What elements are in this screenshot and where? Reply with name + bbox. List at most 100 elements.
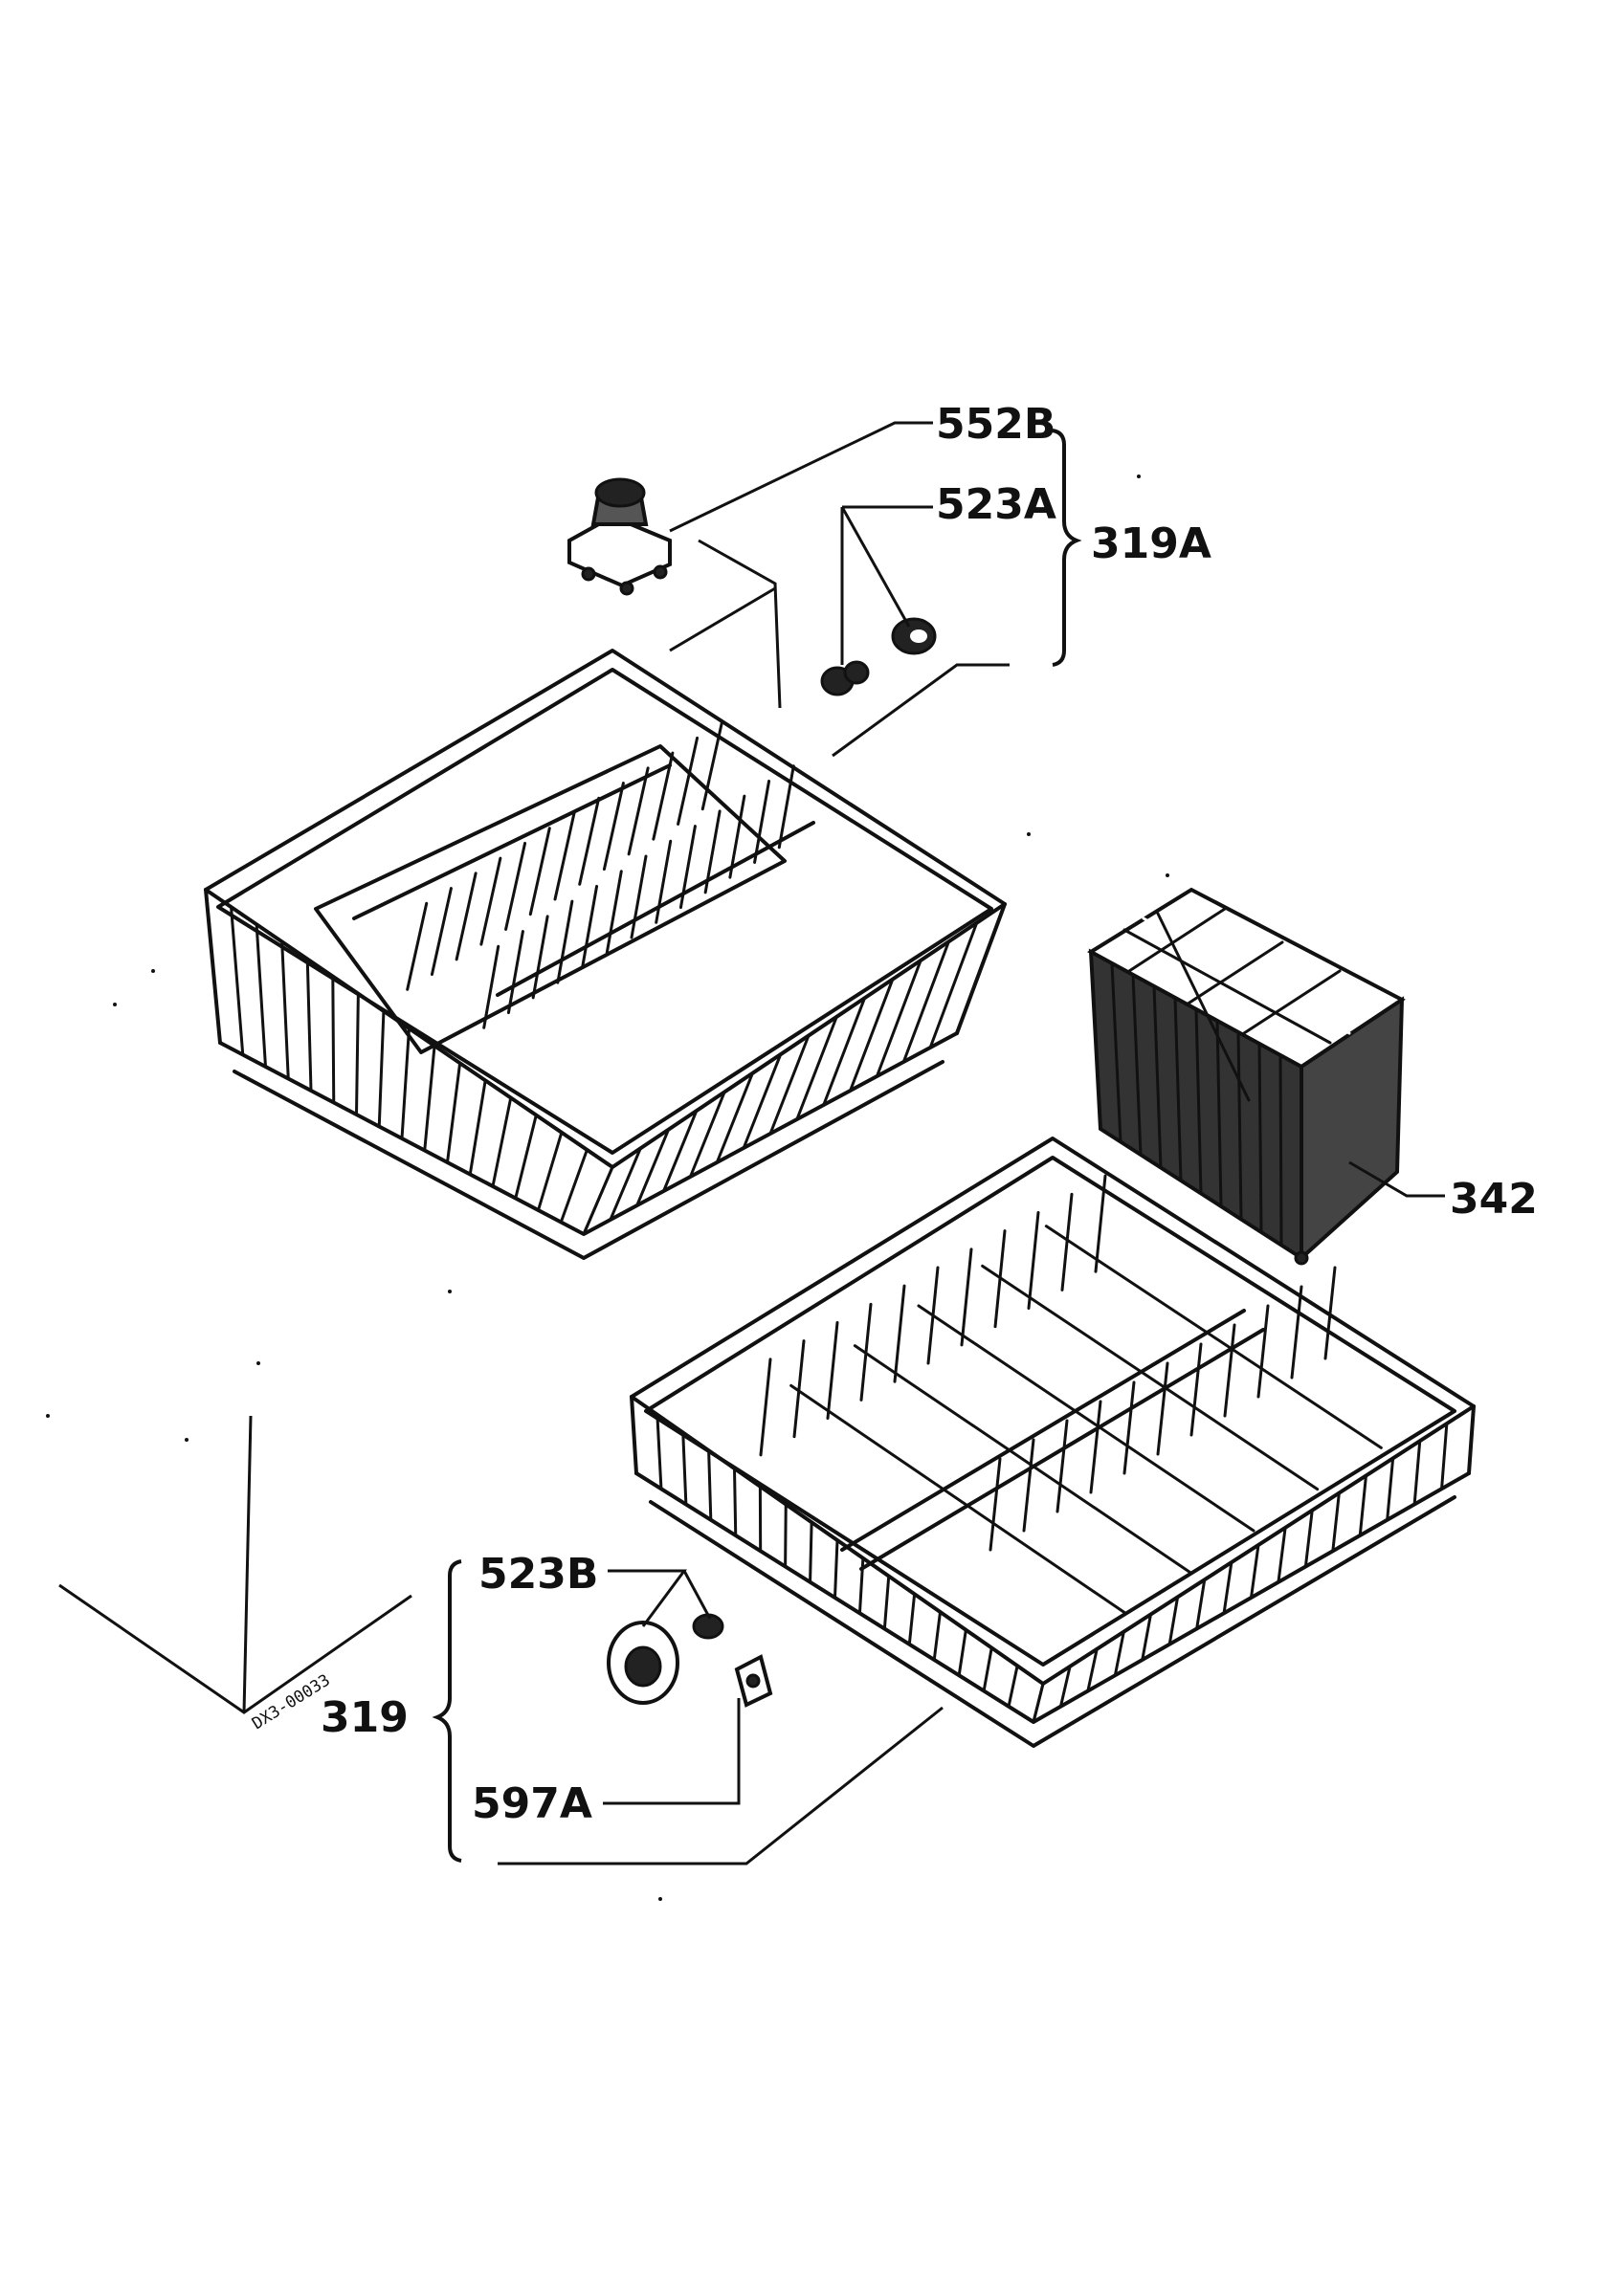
label-552b: 552B <box>936 400 1055 449</box>
basket-wire <box>1194 1007 1203 1195</box>
label-319: 319 <box>321 1693 409 1742</box>
basket-wire <box>1290 1285 1303 1380</box>
basket-wire <box>662 1109 699 1193</box>
label-342: 342 <box>1450 1175 1538 1224</box>
basket-wire <box>700 721 723 811</box>
basket-wire <box>795 1015 838 1121</box>
basket-wire <box>553 811 576 901</box>
basket-wire <box>789 1383 1128 1616</box>
label-597a: 597A <box>472 1779 592 1828</box>
basket-wire <box>1141 1613 1152 1662</box>
label-523a: 523A <box>936 480 1056 529</box>
cutlery-basket <box>1087 887 1406 1266</box>
basket-wire <box>1250 1543 1260 1600</box>
basket-wire <box>982 1646 993 1692</box>
basket-wire <box>715 1071 754 1164</box>
basket-wire <box>1440 1422 1449 1490</box>
part-523a-wheels <box>820 617 937 696</box>
basket-wire <box>759 1358 772 1457</box>
basket-wire <box>506 930 524 1015</box>
basket-wire <box>688 1090 726 1179</box>
basket-wire <box>677 736 700 826</box>
basket-wire <box>1467 1404 1476 1475</box>
basket-wire <box>875 959 922 1078</box>
basket-wire <box>955 902 1007 1035</box>
basket-wire <box>1277 1526 1287 1584</box>
basket-wire <box>1086 1647 1099 1692</box>
part-597a-clip <box>734 1654 773 1708</box>
basket-wire <box>468 1078 487 1176</box>
label-319a: 319A <box>1091 519 1211 568</box>
basket-wire <box>1022 1438 1035 1533</box>
basket-wire <box>1189 1342 1203 1437</box>
basket-wire <box>901 939 950 1064</box>
basket-wire <box>1055 1419 1069 1513</box>
basket-wire <box>1358 1474 1367 1537</box>
basket-wire <box>609 1146 642 1222</box>
basket-wire <box>1156 1361 1169 1456</box>
basket-wire <box>630 1395 638 1475</box>
basket-wire <box>305 958 313 1093</box>
basket-wire <box>627 766 650 856</box>
basket-wire <box>1060 1192 1074 1292</box>
basket-wire <box>578 796 601 886</box>
basket-wire <box>331 975 336 1104</box>
basket-wire <box>981 1264 1320 1491</box>
brace-319 <box>432 1559 462 1863</box>
basket-wire <box>1027 1211 1040 1310</box>
basket-wire <box>753 779 771 864</box>
basket-wire <box>1256 1304 1270 1399</box>
basket-wire <box>423 1044 436 1152</box>
basket-wire <box>733 1467 738 1537</box>
basket-wire <box>1195 1578 1207 1630</box>
basket-wire <box>849 978 895 1093</box>
basket-wire <box>537 1131 564 1212</box>
basket-wire <box>605 870 623 955</box>
basket-wire <box>826 1321 839 1420</box>
basket-wire <box>514 1114 538 1200</box>
basket-wire <box>377 1009 386 1128</box>
basket-wire <box>655 839 673 924</box>
basket-wire <box>907 1592 917 1646</box>
basket-wire <box>1173 996 1183 1182</box>
basket-wire <box>1044 1225 1383 1449</box>
basket-wire <box>1386 1456 1395 1522</box>
basket-wire <box>1089 1400 1102 1494</box>
basket-wire <box>635 1128 671 1207</box>
basket-wire <box>917 1304 1255 1533</box>
basket-wire <box>1223 1323 1236 1418</box>
basket-wire <box>255 922 267 1069</box>
basket-wire <box>1058 1665 1072 1709</box>
basket-wire <box>455 872 478 961</box>
upper-basket <box>204 649 1007 1260</box>
basket-wire <box>1094 1174 1107 1273</box>
basket-wire <box>430 887 453 977</box>
basket-wire <box>681 1431 688 1506</box>
basket-wire <box>355 992 360 1116</box>
basket-wire <box>504 841 527 931</box>
basket-wire <box>833 1538 839 1600</box>
basket-wire <box>882 1575 891 1630</box>
basket-wire <box>893 1284 906 1383</box>
basket-wire <box>1278 1053 1283 1247</box>
basket-wire <box>1323 1266 1337 1360</box>
basket-wire <box>1167 1595 1180 1646</box>
part-552b-adjuster <box>567 477 672 596</box>
basket-wire <box>1303 1509 1314 1568</box>
leader-lines <box>58 421 1445 1866</box>
basket-wire <box>491 1096 513 1188</box>
basket-wire <box>707 1448 713 1522</box>
brace-319a <box>1052 429 1082 667</box>
basket-wire <box>581 884 599 969</box>
basket-wire <box>1236 1030 1243 1221</box>
basket-wire <box>446 1061 462 1164</box>
lower-basket <box>630 1137 1476 1748</box>
basket-wire <box>1412 1439 1422 1506</box>
basket-wire <box>1331 1491 1341 1553</box>
basket-wire <box>1257 1042 1263 1234</box>
basket-wire <box>1215 1019 1223 1208</box>
basket-wire <box>960 1247 973 1347</box>
basket-wire <box>1110 961 1122 1143</box>
basket-wire <box>792 1339 806 1439</box>
basket-wire <box>742 1052 783 1150</box>
